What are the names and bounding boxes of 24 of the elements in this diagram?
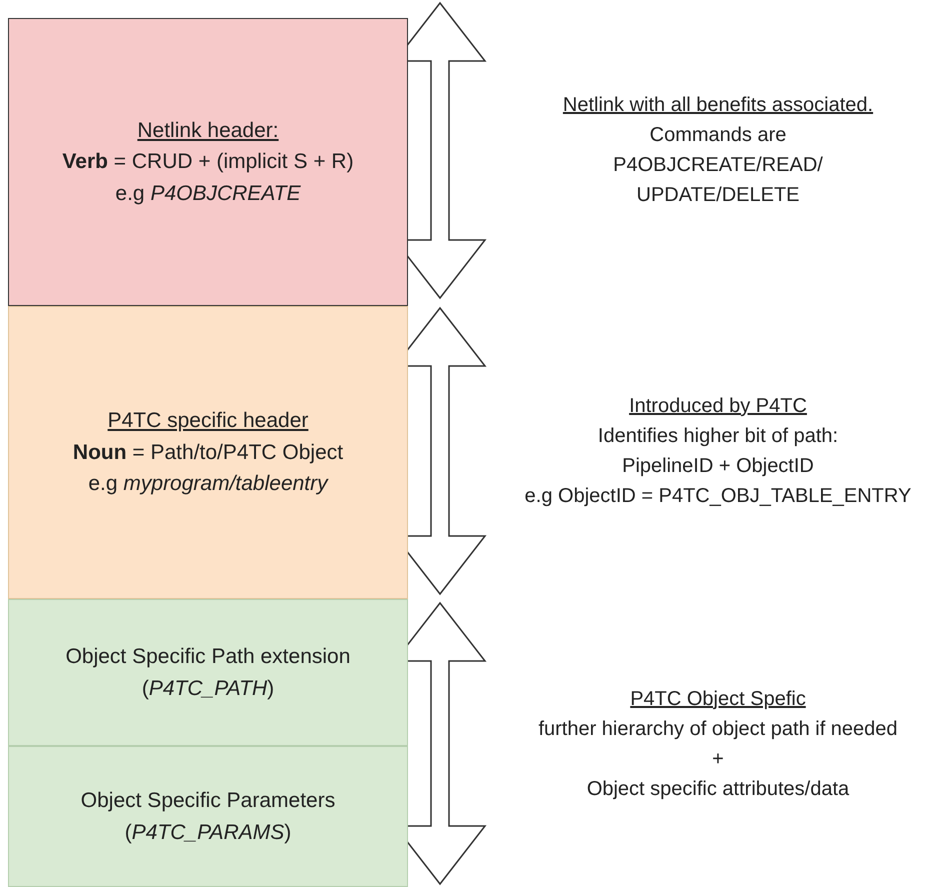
box-text: e.g P4OBJCREATE [114,180,302,207]
layer-box [8,306,408,599]
box-text: (P4TC_PATH) [140,676,276,702]
description-text: Object specific attributes/data [586,776,850,802]
box-heading: P4TC specific header [106,408,310,434]
layer-box [8,599,408,746]
box-heading: Object Specific Path extension [64,644,352,670]
box-text: (P4TC_PARAMS) [124,820,292,846]
description-text: e.g ObjectID = P4TC_OBJ_TABLE_ENTRY [524,484,912,509]
box-text: Noun = Path/to/P4TC Object [72,440,344,466]
description-text: further hierarchy of object path if needed [538,716,898,742]
section-heading: Netlink with all benefits associated. [562,93,874,118]
box-text: e.g myprogram/tableentry [87,471,330,498]
layer-box [8,746,408,887]
box-heading: Netlink header: [136,118,280,144]
box-text: Verb = CRUD + (implicit S + R) [61,149,355,176]
description-text: Identifies higher bit of path: [598,424,838,449]
description-text: + [712,746,724,772]
box-heading: Object Specific Parameters [80,788,336,814]
section-heading: P4TC Object Spefic [630,686,806,712]
description-text: PipelineID + ObjectID [622,454,814,479]
layer-box [8,18,408,306]
section-heading: Introduced by P4TC [629,394,807,419]
description-text: Commands are P4OBJCREATE/READ/ UPDATE/DELETE [612,123,824,208]
